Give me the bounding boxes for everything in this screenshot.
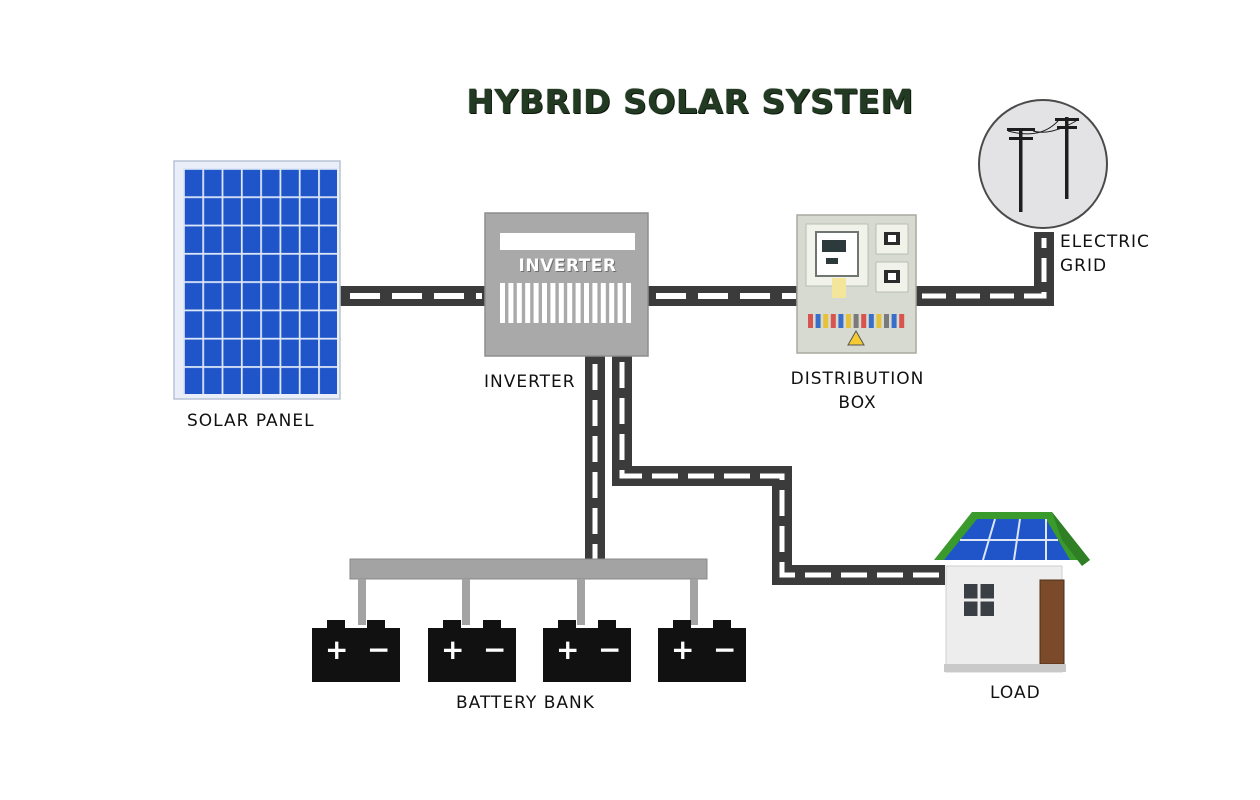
battery-bank (312, 620, 746, 682)
breaker-switch (861, 314, 867, 328)
electric-grid-label-line2: GRID (1060, 256, 1108, 276)
plus-terminal-icon: + (441, 633, 465, 666)
battery-bank-label: BATTERY BANK (456, 693, 595, 713)
electric-grid (978, 99, 1108, 229)
breaker-switch (868, 314, 874, 328)
vent-slot (550, 283, 556, 323)
vent-slot (609, 283, 615, 323)
battery-icon (428, 620, 516, 682)
vent-slot (567, 283, 573, 323)
battery-4-terminals: + − (658, 628, 746, 682)
breaker-switch (853, 314, 859, 328)
breaker-switch (808, 314, 813, 328)
vent-slot (516, 283, 522, 323)
breaker-switch (815, 314, 821, 328)
battery-bus-bar (349, 558, 708, 625)
vent-slot (542, 283, 547, 323)
load-label: LOAD (990, 683, 1041, 703)
breaker-switch (838, 314, 844, 328)
vent-slot (600, 283, 606, 323)
vent-slot (525, 283, 531, 323)
cable-distribution-to-grid (914, 232, 1054, 306)
breaker-switch (899, 314, 905, 328)
breaker-switch (830, 314, 836, 328)
breaker-switch (823, 314, 829, 328)
breaker-switch (876, 314, 882, 328)
plus-terminal-icon: + (671, 633, 695, 666)
cable-inverter-to-distribution (645, 286, 800, 306)
vent-slot (626, 283, 631, 323)
vent-slot (617, 283, 623, 323)
vent-slot (558, 283, 564, 323)
vent-slot (592, 283, 598, 323)
cable-inverter-to-load (612, 356, 945, 585)
battery-3-terminals: + − (543, 628, 631, 682)
house-icon (934, 512, 1090, 673)
minus-terminal-icon: − (713, 633, 737, 666)
solar-panel (173, 160, 341, 400)
battery-icon (658, 620, 746, 682)
battery-icon (543, 620, 631, 682)
breaker-switch (891, 314, 897, 328)
minus-terminal-icon: − (598, 633, 622, 666)
electric-grid-label-line1: ELECTRIC (1060, 232, 1150, 252)
minus-terminal-icon: − (367, 633, 391, 666)
distribution-box-label-line1: DISTRIBUTION (790, 369, 925, 389)
solar-panel-label: SOLAR PANEL (187, 411, 315, 431)
inverter-label: INVERTER (484, 372, 576, 392)
distribution-box-label: DISTRIBUTION BOX (770, 367, 945, 415)
breaker-switch (846, 314, 851, 328)
battery-2-terminals: + − (428, 628, 516, 682)
utility-pole-icon (1007, 117, 1079, 212)
vent-slot (584, 283, 589, 323)
electric-grid-label: ELECTRIC GRID (1060, 230, 1150, 278)
vent-slot (500, 283, 505, 323)
battery-icon (312, 620, 400, 682)
plus-terminal-icon: + (556, 633, 580, 666)
inverter-unit (484, 212, 649, 357)
breaker-switch (884, 314, 889, 328)
diagram-title: HYBRID SOLAR SYSTEM (466, 82, 914, 121)
plus-terminal-icon: + (325, 633, 349, 666)
minus-terminal-icon: − (483, 633, 507, 666)
cable-inverter-to-battery (585, 356, 605, 566)
vent-slot (575, 283, 581, 323)
battery-1-terminals: + − (312, 628, 400, 682)
vent-slot (533, 283, 539, 323)
vent-slot (508, 283, 514, 323)
distribution-box-label-line2: BOX (838, 393, 877, 413)
inverter-face-text: INVERTER (518, 256, 617, 276)
cable-solar-to-inverter (338, 286, 488, 306)
distribution-box (796, 214, 917, 354)
